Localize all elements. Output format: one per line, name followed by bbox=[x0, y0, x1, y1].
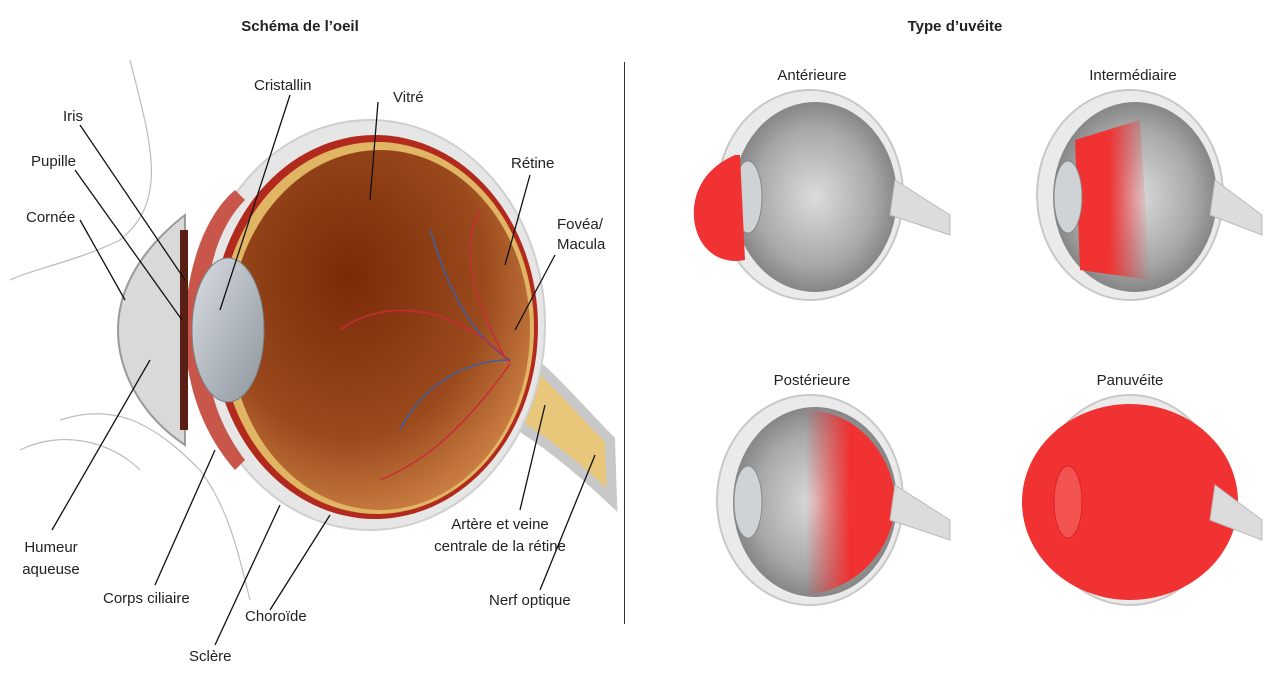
label-artere-2: centrale de la rétine bbox=[400, 538, 600, 556]
label-fovea-2: Macula bbox=[557, 236, 605, 254]
label-corps-ciliaire: Corps ciliaire bbox=[103, 590, 190, 608]
label-pupille: Pupille bbox=[31, 153, 76, 171]
label-vitre: Vitré bbox=[393, 89, 424, 107]
label-humeur-2: aqueuse bbox=[16, 561, 86, 579]
iris bbox=[180, 230, 188, 430]
uveite-posterieure bbox=[717, 395, 950, 605]
uveite-intermediaire bbox=[1037, 90, 1262, 300]
label-humeur-1: Humeur bbox=[16, 539, 86, 557]
label-sclere: Sclère bbox=[189, 648, 232, 666]
vitreous bbox=[230, 150, 530, 510]
label-nerf-optique: Nerf optique bbox=[489, 592, 571, 610]
label-iris: Iris bbox=[63, 108, 83, 126]
label-cornee: Cornée bbox=[26, 209, 75, 227]
title-posterieure: Postérieure bbox=[712, 372, 912, 389]
label-retine: Rétine bbox=[511, 155, 554, 173]
title-panuveite: Panuvéite bbox=[1030, 372, 1230, 389]
title-anterieure: Antérieure bbox=[712, 67, 912, 84]
lens bbox=[192, 258, 264, 402]
label-choroide: Choroïde bbox=[245, 608, 307, 626]
uveite-panuveite bbox=[1022, 395, 1262, 605]
label-artere-1: Artère et veine bbox=[400, 516, 600, 534]
label-fovea-1: Fovéa/ bbox=[557, 216, 603, 234]
cornea bbox=[118, 215, 185, 445]
label-cristallin: Cristallin bbox=[254, 77, 312, 95]
uveite-anterieure bbox=[694, 90, 950, 300]
title-intermediaire: Intermédiaire bbox=[1033, 67, 1233, 84]
